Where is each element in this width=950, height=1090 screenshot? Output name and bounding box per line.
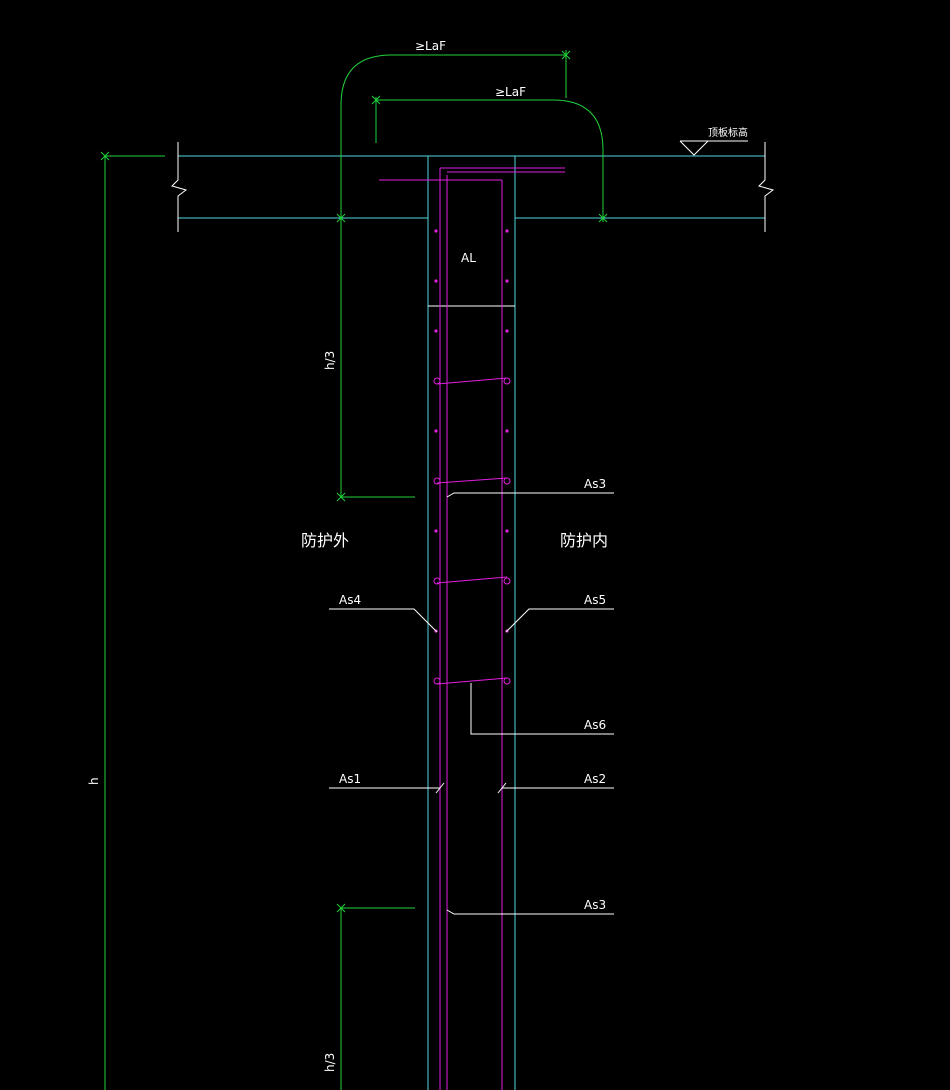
bar-dot [505,529,509,533]
outer-bar-hook [340,54,566,497]
tick-mark [561,50,571,60]
bar-dot [505,329,509,333]
bar-dot [434,279,438,283]
distribution-bar-dots [434,229,509,633]
leader-as3-top [446,492,614,498]
bar-dot [505,229,509,233]
al-label: AL [461,251,476,265]
roof-elevation-label: 顶板标高 [708,126,748,139]
h-third-bottom-label: h/3 [323,1053,337,1072]
leader-as6 [470,683,614,735]
as4-label: As4 [339,593,361,607]
break-line-left [171,142,188,232]
tie-hook [503,477,511,485]
tie-hook [503,677,511,685]
as3-bottom-label: As3 [584,898,606,912]
inner-side-label: 防护内 [560,531,608,550]
tick-mark [371,95,381,105]
bar-dot [434,329,438,333]
break-lines [171,142,775,307]
dimension-ticks [100,50,608,913]
as2-label: As2 [584,772,606,786]
tie-hook [433,577,441,585]
tie-hook [433,477,441,485]
reinforcement-bars [379,167,565,1090]
concrete-outline [178,155,765,1090]
bar-dot [434,229,438,233]
elevation-triangle [679,140,709,156]
tie-hook [503,577,511,585]
laf-label-second: ≥LaF [495,85,526,99]
bar-dot [505,279,509,283]
tick-mark [336,903,346,913]
tie-hook [503,377,511,385]
tie-bar [436,377,508,385]
tie-hook [433,677,441,685]
bar-dot [434,429,438,433]
leader-as5 [505,608,614,633]
laf-label-top: ≥LaF [415,39,446,53]
h-total-label: h [87,777,101,785]
h-third-top-label: h/3 [323,351,337,370]
as1-label: As1 [339,772,361,786]
tick-mark [336,213,346,223]
tick-mark [336,492,346,502]
bar-dot [505,429,509,433]
leader-as2-slash [497,782,507,794]
leader-as3-bottom [446,909,614,915]
break-line-right [758,142,775,232]
bar-dot [434,529,438,533]
tie-bar [436,576,508,584]
tie-hook [433,377,441,385]
inner-bar-hook [376,99,604,222]
as6-label: As6 [584,718,606,732]
anchorage-lines [104,50,604,1090]
leader-lines [329,492,614,915]
tie-bar [436,477,508,484]
roof-elevation-marker [679,140,748,156]
as5-label: As5 [584,593,606,607]
tick-mark [100,151,110,161]
tick-mark [598,213,608,223]
leader-as4 [329,608,438,633]
as3-top-label: As3 [584,477,606,491]
outer-side-label: 防护外 [301,531,349,550]
tie-bar [436,677,508,685]
leader-as1-slash [435,782,445,794]
